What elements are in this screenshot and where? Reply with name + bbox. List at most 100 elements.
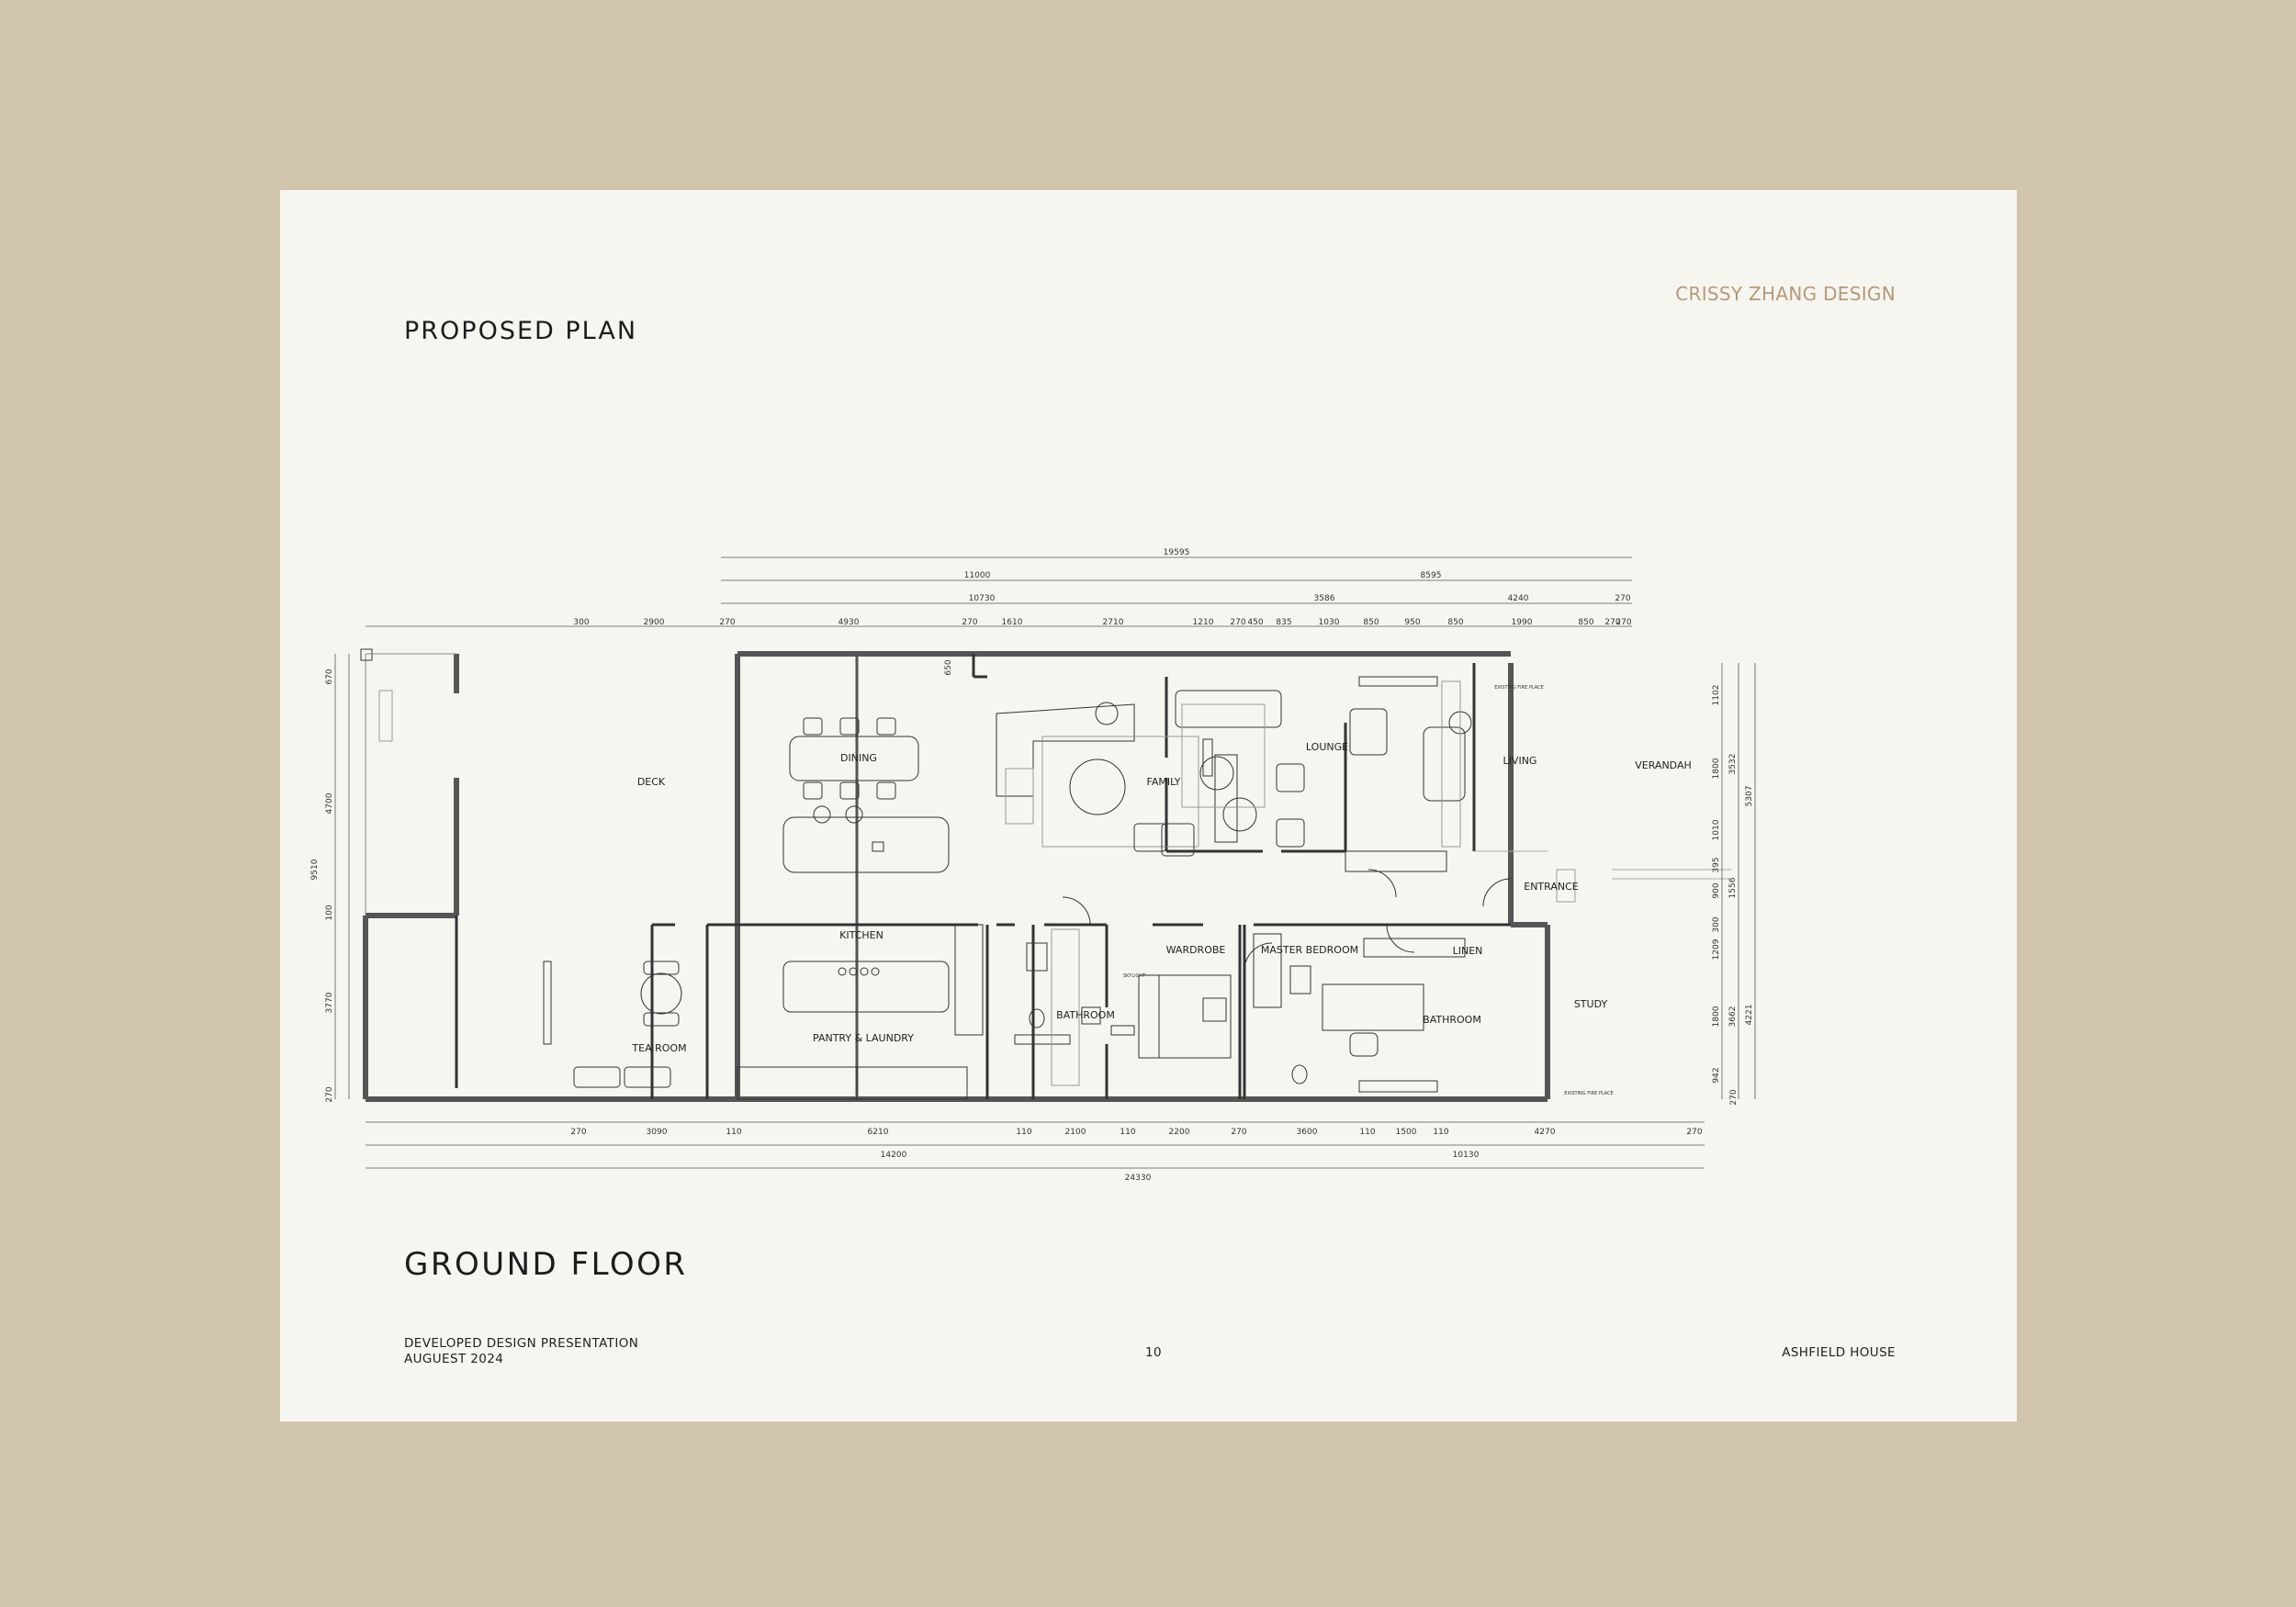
dim-top-seg: 300 bbox=[573, 618, 589, 627]
dim-bottom-seg: 270 bbox=[570, 1128, 586, 1137]
dim-top-seg: 1990 bbox=[1512, 618, 1533, 627]
dim-right-seg: 270 bbox=[1729, 1089, 1739, 1105]
sectional-sofa bbox=[996, 703, 1135, 797]
dim-bottom-seg: 3090 bbox=[647, 1128, 668, 1137]
door-swing bbox=[1386, 924, 1415, 953]
dimension-lines bbox=[334, 556, 1756, 1169]
dim-right-seg: 1209 bbox=[1712, 938, 1721, 960]
toilet bbox=[1029, 1008, 1045, 1028]
living-rug bbox=[1441, 680, 1461, 848]
lounge-rug bbox=[1181, 703, 1266, 808]
dim-top-seg: 270 bbox=[1230, 618, 1245, 627]
dim-top-seg: 850 bbox=[1363, 618, 1379, 627]
room-label-bathroom-2: BATHROOM bbox=[1423, 1014, 1481, 1026]
lounge-sofa bbox=[1175, 690, 1282, 728]
room-label-kitchen: KITCHEN bbox=[839, 929, 884, 941]
label-skylight: SKYLIGHT bbox=[1123, 973, 1146, 979]
dim-top-seg: 1210 bbox=[1193, 618, 1214, 627]
dim-top-seg: 1610 bbox=[1002, 618, 1023, 627]
study-chair bbox=[1349, 1032, 1379, 1057]
dim-top-seg: 4930 bbox=[838, 618, 860, 627]
room-label-study: STUDY bbox=[1574, 998, 1608, 1010]
wall-unit bbox=[1005, 768, 1034, 825]
bench-seat bbox=[573, 1066, 621, 1088]
bath-bench bbox=[1014, 1034, 1071, 1045]
lounge-chair bbox=[1276, 763, 1305, 792]
side-table bbox=[1095, 702, 1119, 725]
project-name: ASHFIELD HOUSE bbox=[1782, 1345, 1896, 1360]
dim-top-sub-right-a: 3586 bbox=[1314, 594, 1335, 603]
dim-top-seg: 2900 bbox=[644, 618, 665, 627]
family-rug bbox=[1041, 736, 1199, 848]
door-swing bbox=[1244, 942, 1273, 972]
bedside bbox=[1202, 997, 1227, 1022]
dim-right-mid: 3662 bbox=[1728, 1006, 1738, 1028]
tv-unit bbox=[1214, 754, 1238, 843]
floor-title: GROUND FLOOR bbox=[404, 1246, 688, 1283]
dim-bottom-seg: 110 bbox=[1016, 1128, 1031, 1137]
room-labels: DECK DINING FAMILY LOUNGE LIVING VERANDA… bbox=[631, 741, 1691, 1054]
dim-bottom-seg: 110 bbox=[1120, 1128, 1135, 1137]
island-sink bbox=[872, 841, 884, 852]
dimension-labels: 19595 11000 8595 10730 3586 4240 270 300… bbox=[570, 548, 1702, 1183]
dining-chairs bbox=[803, 717, 896, 800]
room-label-bathroom-1: BATHROOM bbox=[1056, 1009, 1115, 1021]
dim-left-seg: 670 bbox=[325, 669, 334, 684]
bar-stool bbox=[813, 805, 831, 824]
existing-fireplace-top bbox=[1358, 676, 1438, 687]
dim-bottom-seg: 110 bbox=[1433, 1128, 1448, 1137]
dim-right-seg: 1102 bbox=[1712, 685, 1721, 706]
room-label-living: LIVING bbox=[1503, 755, 1537, 767]
dim-top-seg: 950 bbox=[1404, 618, 1420, 627]
dim-top-left: 11000 bbox=[964, 571, 991, 580]
presentation-sheet: CRISSY ZHANG DESIGN PROPOSED PLAN GROUND… bbox=[280, 190, 2017, 1422]
dim-left-seg: 270 bbox=[325, 1086, 334, 1102]
lounge-chair bbox=[1276, 818, 1305, 848]
dim-bottom-right: 10130 bbox=[1453, 1151, 1480, 1160]
living-console bbox=[1345, 850, 1447, 872]
brand-name: CRISSY ZHANG DESIGN bbox=[1675, 283, 1896, 305]
dim-bottom-seg: 110 bbox=[1359, 1128, 1375, 1137]
dim-top-seg: 270 bbox=[962, 618, 977, 627]
storage-cabinet bbox=[954, 924, 984, 1036]
dim-right-seg: 942 bbox=[1712, 1067, 1721, 1083]
dim-bottom-left: 14200 bbox=[881, 1151, 907, 1160]
dim-right-outer: 4221 bbox=[1745, 1005, 1754, 1026]
dim-top-right: 8595 bbox=[1421, 571, 1442, 580]
lounge-table bbox=[1199, 756, 1234, 791]
dim-right-seg: 1010 bbox=[1712, 819, 1721, 840]
floor-plan-drawing: DECK DINING FAMILY LOUNGE LIVING VERANDA… bbox=[310, 548, 1756, 1183]
living-sofa bbox=[1423, 726, 1466, 802]
dim-top-seg: 1030 bbox=[1319, 618, 1340, 627]
dim-top-sub-left: 10730 bbox=[969, 594, 996, 603]
bed bbox=[1138, 974, 1232, 1059]
dim-bottom-seg: 2100 bbox=[1065, 1128, 1086, 1137]
footer-presentation-info: DEVELOPED DESIGN PRESENTATION AUGUEST 20… bbox=[404, 1336, 638, 1367]
walls bbox=[363, 651, 1550, 1102]
footer-date: AUGUEST 2024 bbox=[404, 1352, 504, 1366]
coffee-table bbox=[1069, 759, 1126, 815]
dim-bottom-overall: 24330 bbox=[1125, 1174, 1152, 1183]
bar-stool bbox=[845, 805, 863, 824]
footer-presentation-title: DEVELOPED DESIGN PRESENTATION bbox=[404, 1336, 639, 1351]
dim-bottom-seg: 2200 bbox=[1169, 1128, 1190, 1137]
living-armchair bbox=[1349, 708, 1388, 756]
armchair bbox=[1133, 823, 1167, 852]
dim-right-mid: 3532 bbox=[1728, 754, 1738, 775]
dim-top-sub-right-b: 4240 bbox=[1508, 594, 1529, 603]
door-swing bbox=[1062, 896, 1091, 926]
dim-top-seg: 450 bbox=[1247, 618, 1263, 627]
room-label-dining: DINING bbox=[840, 752, 877, 764]
dim-left-seg: 3770 bbox=[325, 992, 334, 1013]
dim-top-seg: 835 bbox=[1276, 618, 1291, 627]
dim-left-overall: 9510 bbox=[310, 859, 320, 880]
round-table-set bbox=[640, 961, 682, 1027]
pantry-cabinets bbox=[737, 1066, 858, 1100]
dim-bottom-seg: 3600 bbox=[1297, 1128, 1318, 1137]
fireplace-surround bbox=[1202, 738, 1213, 777]
dim-bottom-seg: 6210 bbox=[868, 1128, 889, 1137]
wardrobe-rail bbox=[1051, 928, 1080, 1086]
dim-right-seg: 395 bbox=[1712, 857, 1721, 872]
bed-headboard bbox=[1138, 974, 1160, 1059]
room-label-deck: DECK bbox=[637, 776, 666, 788]
